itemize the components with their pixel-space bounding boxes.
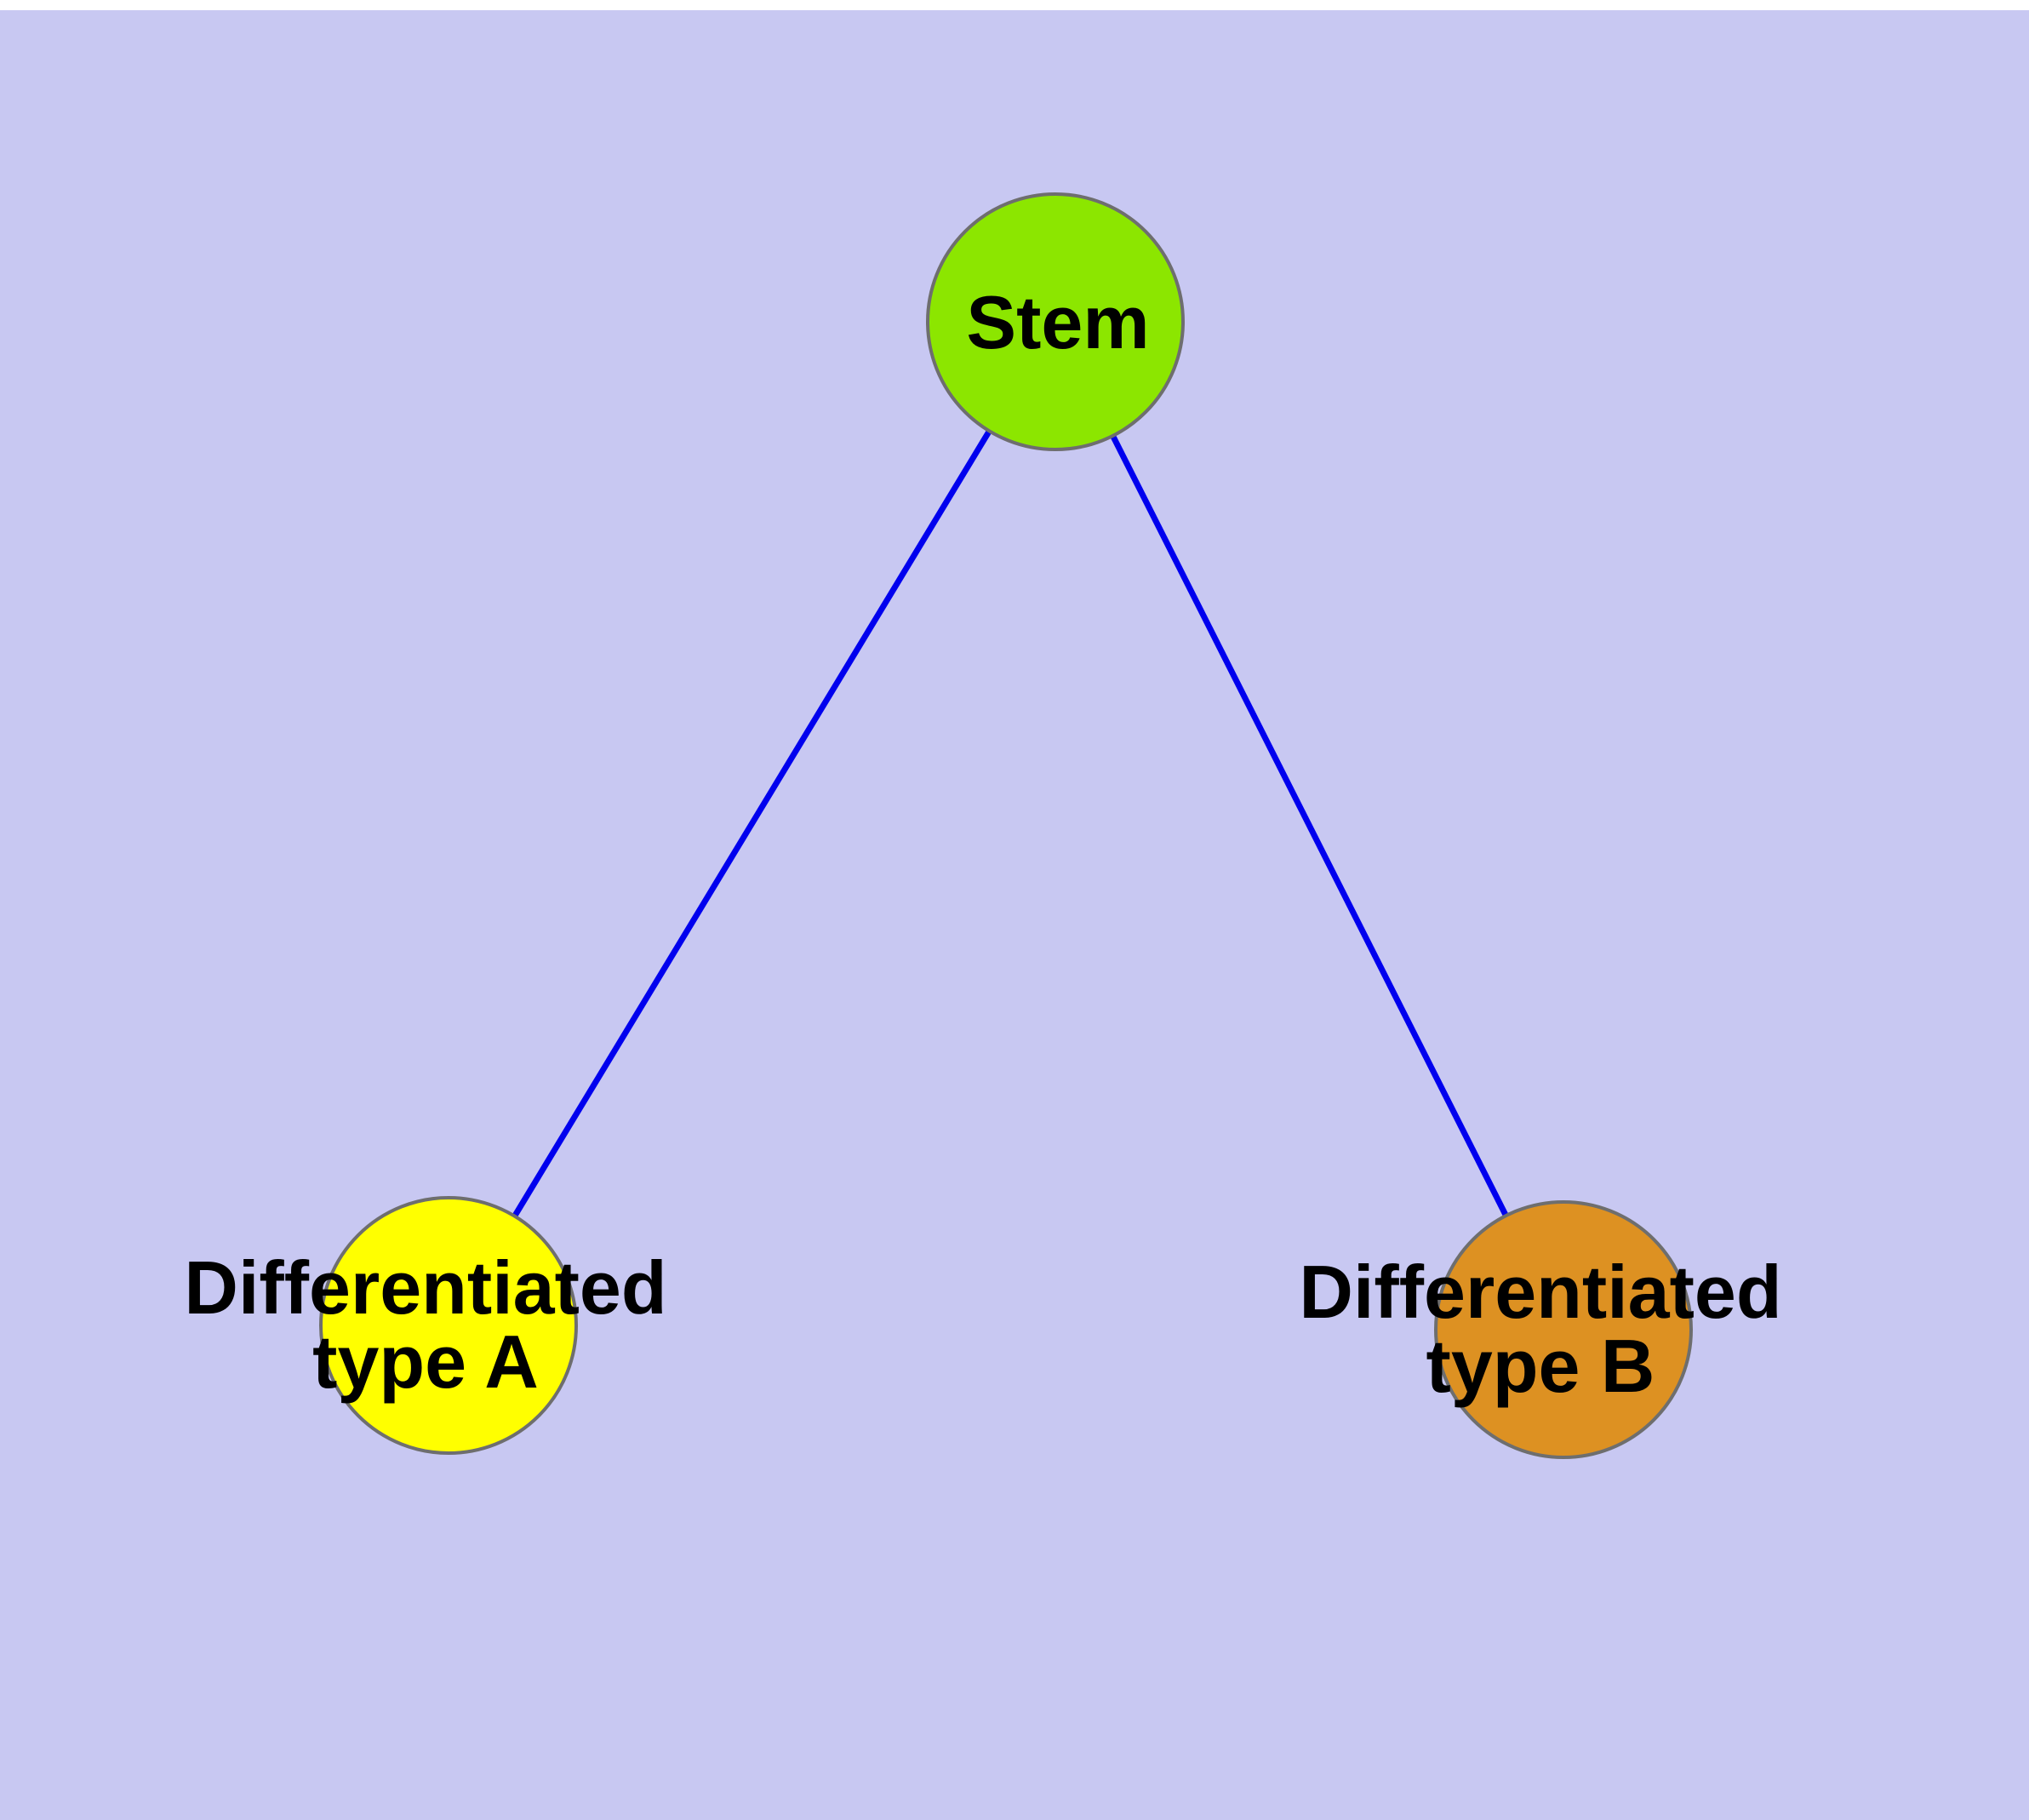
node-type-b-label-line1: Differentiated (1299, 1250, 1781, 1334)
edge-stem-to-type-b (1052, 320, 1567, 1331)
node-differentiated-type-b (1434, 1200, 1693, 1459)
edge-stem-to-type-a (446, 320, 1058, 1327)
node-stem-label: Stem (966, 280, 1149, 364)
node-type-b-label-line2: type B (1426, 1324, 1655, 1408)
node-stem (926, 192, 1185, 451)
node-differentiated-type-a (319, 1196, 578, 1455)
node-type-a-label-line2: type A (312, 1319, 539, 1404)
node-type-a-label-line1: Differentiated (184, 1245, 666, 1330)
